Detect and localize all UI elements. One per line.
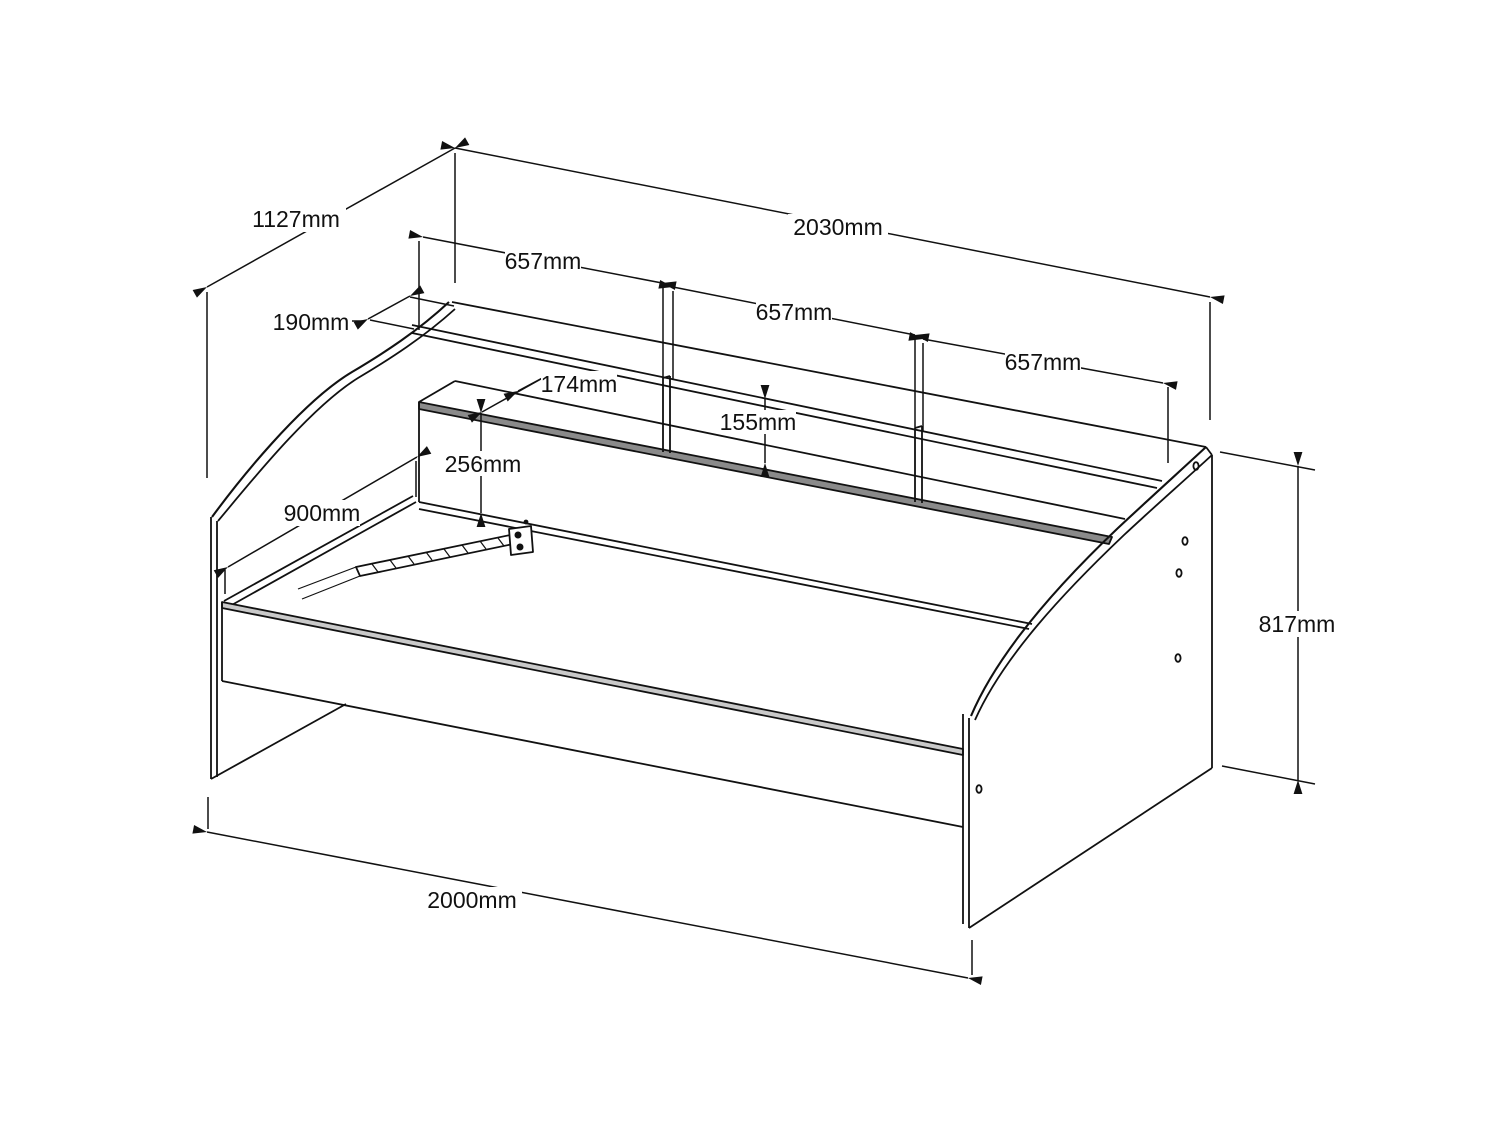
strut-bracket-plate xyxy=(508,525,534,556)
front-rail-top-stripe xyxy=(221,601,964,756)
dim-line-shelf-top-depth xyxy=(353,285,425,330)
deck-back-edge xyxy=(418,508,1030,630)
dimension-labels: 1127mm 2030mm 657mm 657mm 657mm 190mm 17… xyxy=(246,206,1335,913)
left-panel-bottom-edge xyxy=(210,703,347,780)
dim-label-cubby-floor-depth: 174mm xyxy=(541,371,618,397)
right-panel-top-curve-inner xyxy=(974,454,1213,721)
ext-line-190-back xyxy=(409,296,455,307)
right-panel-top-curve-outer xyxy=(970,446,1207,717)
dim-line-bed-length xyxy=(192,825,983,985)
dim-label-overall-length: 2030mm xyxy=(793,214,882,240)
shelf-top-front-edge xyxy=(411,324,1163,482)
dim-label-cubby-opening-height: 155mm xyxy=(720,409,797,435)
shelf-top-back-edge xyxy=(451,301,1207,448)
dim-label-shelf-section-2: 657mm xyxy=(756,299,833,325)
daybed-outline xyxy=(210,301,1213,929)
right-panel-bottom-edge xyxy=(968,767,1213,929)
screw-hole-4 xyxy=(1174,653,1182,663)
ext-line-190-front xyxy=(369,319,415,330)
screw-hole-1 xyxy=(1192,461,1200,471)
strut-bolt-1 xyxy=(514,531,522,539)
cubby-floor-back-edge xyxy=(454,380,1126,520)
screw-hole-5 xyxy=(975,784,983,794)
dim-label-shelf-section-1: 657mm xyxy=(505,248,582,274)
dim-label-bed-width: 900mm xyxy=(284,500,361,526)
shelf-divider-2-cap xyxy=(914,425,923,429)
ext-line-817-bottom xyxy=(1221,765,1316,785)
strut-pin xyxy=(523,519,529,525)
ext-line-817-top xyxy=(1219,451,1316,471)
strut-bolt-2 xyxy=(516,543,524,551)
dim-label-shelf-section-3: 657mm xyxy=(1005,349,1082,375)
screw-hole-3 xyxy=(1175,568,1183,578)
headboard-bottom-edge xyxy=(418,501,1033,625)
dim-label-bed-length: 2000mm xyxy=(427,887,516,913)
dim-label-overall-height: 817mm xyxy=(1259,611,1336,637)
screw-hole-2 xyxy=(1181,536,1189,546)
right-panel-top-corner xyxy=(1205,446,1213,456)
support-strut xyxy=(297,519,534,600)
shelf-divider-1-cap xyxy=(662,375,671,379)
front-rail-bottom-edge xyxy=(221,680,964,828)
dim-label-headboard-drop: 256mm xyxy=(445,451,522,477)
dim-label-shelf-top-depth: 190mm xyxy=(273,309,350,335)
dim-label-overall-depth: 1127mm xyxy=(252,206,340,232)
cubby-floor-left-edge xyxy=(418,380,456,403)
